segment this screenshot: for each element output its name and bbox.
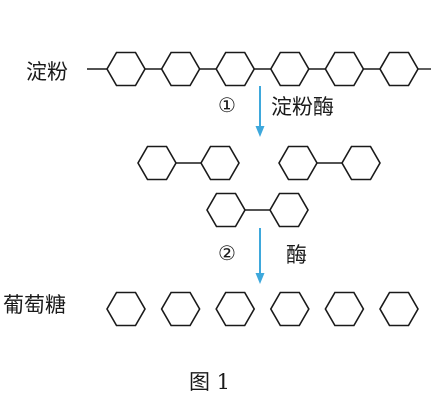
maltose-hexagon-icon	[206, 192, 246, 228]
starch-label: 淀粉	[26, 60, 68, 84]
starch-hexagon-icon	[215, 51, 256, 87]
step1-marker: ①	[218, 93, 236, 117]
step1-enzyme-label: 淀粉酶	[271, 95, 334, 119]
maltose-hexagon-icon	[200, 145, 240, 181]
maltose-hexagon-icon	[269, 192, 309, 228]
maltose-hexagon-icon	[341, 145, 381, 181]
maltose-hexagon-icon	[137, 145, 177, 181]
glucose-hexagon-icon	[160, 291, 201, 327]
arrow-down-icon	[255, 126, 265, 137]
starch-hexagon-icon	[269, 51, 310, 87]
maltose-hexagon-icon	[278, 145, 318, 181]
starch-hexagon-icon	[324, 51, 365, 87]
glucose-hexagon-icon	[215, 291, 256, 327]
step2-marker: ②	[218, 241, 236, 265]
arrow-down-icon	[255, 273, 265, 284]
starch-hexagon-icon	[160, 51, 201, 87]
step2-enzyme-label: 酶	[286, 243, 307, 267]
figure-caption: 图 1	[189, 370, 231, 394]
glucose-hexagon-icon	[106, 291, 146, 327]
glucose-hexagon-icon	[269, 291, 310, 327]
starch-hexagon-icon	[106, 51, 146, 87]
glucose-hexagon-icon	[379, 291, 419, 327]
glucose-hexagon-icon	[324, 291, 365, 327]
glucose-label: 葡萄糖	[3, 293, 66, 317]
starch-hexagon-icon	[379, 51, 419, 87]
